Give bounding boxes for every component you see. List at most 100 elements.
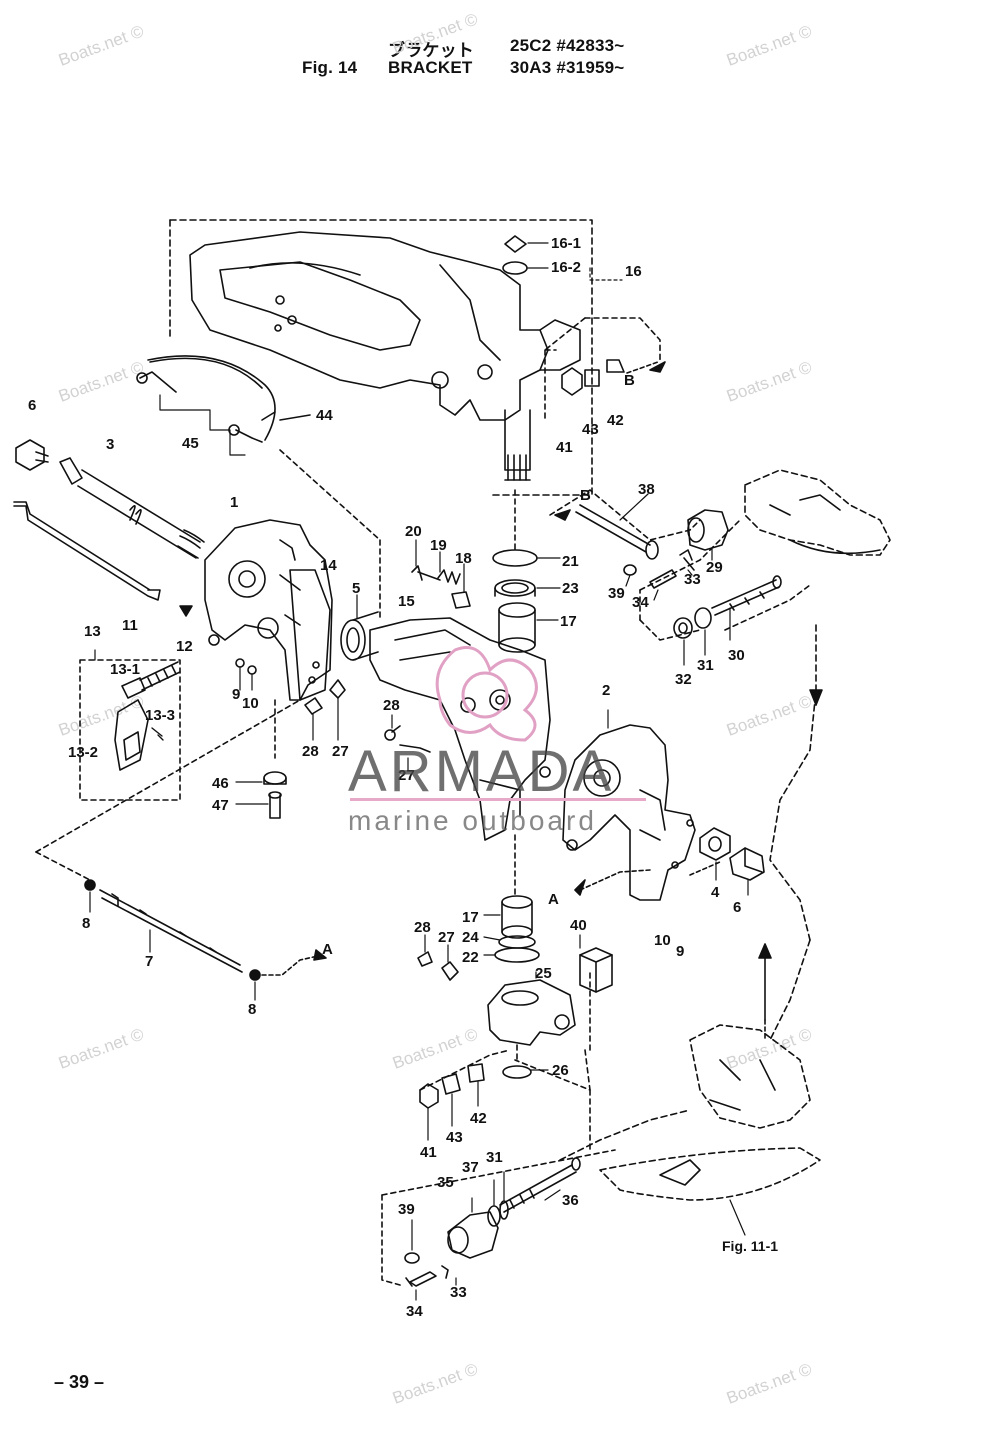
callout: 13 — [84, 623, 101, 640]
callout: 4 — [711, 884, 720, 901]
callout: 41 — [420, 1144, 437, 1161]
part-12-clip — [179, 605, 193, 617]
callout: 6 — [733, 899, 741, 916]
part-20-bolt — [411, 565, 441, 581]
part-16-2-washer — [502, 261, 528, 275]
header-model-1: 25C2 #42833~ — [510, 36, 625, 55]
part-6-nut — [15, 439, 49, 471]
callout: 37 — [462, 1159, 479, 1176]
steering-shaft — [504, 409, 531, 481]
part-34-bolt — [405, 1271, 437, 1287]
callout: 29 — [706, 559, 723, 576]
part-29-mount-rubber — [687, 509, 729, 551]
part-32-washer — [673, 617, 693, 639]
callout: 3 — [106, 436, 114, 453]
callout: B — [624, 372, 635, 389]
callout: 19 — [430, 537, 447, 554]
callout: A — [548, 891, 559, 908]
callout: 16-2 — [551, 259, 581, 276]
callout: 39 — [398, 1201, 415, 1218]
header-title: BRACKET — [388, 58, 473, 77]
part-31-washer — [499, 1200, 509, 1220]
callout: 31 — [697, 657, 714, 674]
part-25-lower-mount-housing — [487, 979, 576, 1046]
callout: 40 — [570, 917, 587, 934]
part-46-washer — [263, 771, 287, 785]
part-42-plate — [606, 359, 625, 373]
brand-name: ARMADA — [348, 739, 615, 804]
part-14-plate — [289, 569, 331, 701]
callout: 46 — [212, 775, 229, 792]
part-37-washer — [487, 1205, 501, 1227]
group-box-swivel — [169, 219, 593, 496]
callout: 13-2 — [68, 744, 98, 761]
callout: 28 — [302, 743, 319, 760]
callout: 10 — [654, 932, 671, 949]
callout: A — [322, 941, 333, 958]
part-13-2-clamp-screw — [114, 661, 181, 771]
callout: 21 — [562, 553, 579, 570]
part-33-washer — [441, 1265, 449, 1279]
part-17-bushing-upper — [498, 602, 536, 653]
part-7-tilt-rod — [99, 889, 243, 973]
callout: 41 — [556, 439, 573, 456]
callout: 7 — [145, 953, 153, 970]
part-43-plate-lower — [441, 1073, 461, 1095]
upper-mount-outline — [744, 469, 891, 556]
callout: 6 — [28, 397, 36, 414]
part-5-bushing — [340, 611, 379, 661]
callout: 33 — [684, 571, 701, 588]
part-8-clip — [84, 879, 96, 891]
callout: 13-3 — [145, 707, 175, 724]
callout: 28 — [383, 697, 400, 714]
part-15-swivel-case — [369, 617, 551, 841]
page-number: – 39 – — [54, 1372, 105, 1392]
part-42-plate-lower — [467, 1063, 485, 1083]
callout: 14 — [320, 557, 337, 574]
part-30-through-bolt — [711, 575, 782, 616]
callout: 27 — [332, 743, 349, 760]
callout: 43 — [582, 421, 599, 438]
figure-reference: Fig. 11-1 — [722, 1238, 779, 1254]
callout: 12 — [176, 638, 193, 655]
callout: 44 — [316, 407, 333, 424]
callout: 9 — [232, 686, 240, 703]
callout: 28 — [414, 919, 431, 936]
part-21-washer — [492, 549, 538, 567]
callout: 5 — [352, 580, 360, 597]
group-box-13 — [79, 659, 181, 801]
callout: 18 — [455, 550, 472, 567]
callout: 15 — [398, 593, 415, 610]
callout: 45 — [182, 435, 199, 452]
figure-number: Fig. 14 — [302, 58, 358, 77]
callout: 27 — [398, 767, 415, 784]
part-28-grease-fitting-lower — [417, 951, 433, 967]
callout: 23 — [562, 580, 579, 597]
callout: 30 — [728, 647, 745, 664]
swivel-bracket-part — [189, 231, 581, 421]
part-19-spring — [437, 569, 461, 585]
callout: 27 — [438, 929, 455, 946]
brand-tagline: marine outboard — [348, 805, 597, 836]
callout: B — [580, 487, 591, 504]
callout: 33 — [450, 1284, 467, 1301]
part-44-tilt-stay — [147, 355, 276, 441]
part-34-bolt-upper — [649, 569, 677, 589]
part-16-1-cap — [504, 235, 527, 253]
part-23-bushing — [494, 579, 536, 597]
part-43-plate — [584, 369, 600, 387]
part-2-clamp-bracket — [562, 724, 696, 901]
callout: 32 — [675, 671, 692, 688]
part-1-clamp-bracket — [204, 519, 333, 701]
brand-logo-graphic — [435, 646, 538, 742]
part-3-tilt-tube — [59, 457, 205, 559]
part-22-washer — [494, 947, 540, 963]
part-41-nut — [561, 367, 583, 396]
part-41-nut-lower — [419, 1083, 439, 1109]
part-47-bolt — [268, 791, 282, 819]
callout: 10 — [242, 695, 259, 712]
callout: 35 — [437, 1174, 454, 1191]
part-39-washer — [404, 1252, 420, 1264]
